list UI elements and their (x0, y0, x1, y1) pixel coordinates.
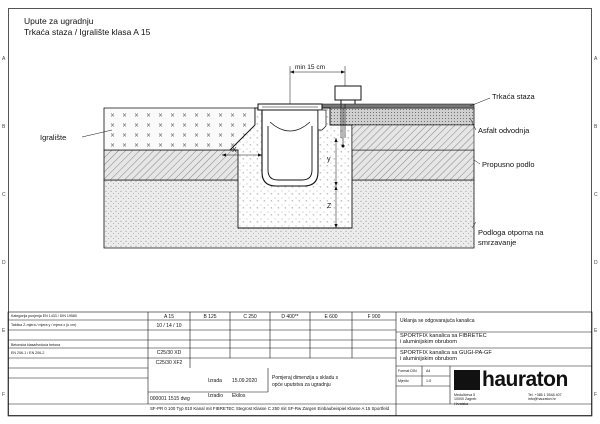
edge-letter: E (594, 328, 598, 334)
tb-class-c250: C 250 (243, 314, 257, 320)
edge-letter: D (2, 260, 6, 266)
tb-format-value: A4 (426, 369, 431, 373)
tb-desc-header: Uklanja se odgovarajuća kanalica (400, 318, 475, 324)
tb-footer: SF-PR 0 100 Typ 010 Kanal mit FIBRETEC S… (150, 406, 390, 411)
label-playground: Igralište (40, 133, 67, 142)
tb-class-e600: E 600 (324, 314, 338, 320)
brand-name: hauraton (482, 368, 568, 391)
tb-address: Medulićeva 5 10000 Zagreb Hrvatska (454, 393, 477, 405)
edge-letter: C (594, 192, 598, 198)
tb-concrete-value-2: C25/30 XF2 (155, 360, 183, 366)
label-permeable-base: Propusno podlo (482, 160, 535, 169)
playground-layer (103, 107, 256, 151)
tb-class-b125: B 125 (203, 314, 217, 320)
edge-letter: F (2, 392, 6, 398)
tb-format-label: Format DIN (398, 369, 417, 373)
tb-contact: Tel. +385 1 5548 407 info@hauraton.hr (528, 393, 562, 402)
tb-class-d400: D 400** (281, 314, 299, 320)
tb-desc-1: SPORTFIX kanalica sa FIBRETEC (400, 333, 487, 339)
tb-load-class-label: Kategorija punjenja EN 1433 / DIN 19580 (11, 314, 77, 318)
edge-letter: B (594, 124, 598, 130)
page-subtitle: Trkaća staza / Igralište klasa A 15 (24, 27, 151, 37)
tb-dimension-label: Tablica Z-mjera / mjera y / mjera x (u c… (11, 323, 77, 327)
page-title: Upute za ugradnju (24, 16, 94, 26)
label-asphalt: Asfalt odvodnja (478, 126, 530, 135)
tb-note: Pomjeraj dimenzija u skladu s (272, 375, 339, 381)
track-surface (317, 103, 475, 109)
tb-author-value: Ekilos (232, 393, 246, 399)
tb-concrete-class-label: Betonska klasa/tvrdoća betona (11, 343, 61, 347)
tb-date-label: Izrada (208, 378, 222, 384)
drain-channel (261, 107, 319, 187)
dimension-x: X (232, 147, 237, 154)
tb-note-2: opće uputstva za ugradnju (272, 382, 331, 388)
tb-desc-1b: i aluminijskim obrubom (400, 339, 457, 345)
dimension-y: y (327, 156, 331, 163)
tb-drawing-code: 000001 1515 dwg (150, 396, 190, 402)
tb-author-label: Izradio (208, 393, 224, 399)
tb-class-f900: F 900 (367, 314, 381, 320)
edge-letter: A (594, 56, 598, 62)
asphalt-layer (329, 107, 475, 126)
tb-concrete-value-1: C25/30 XD (156, 350, 182, 356)
tb-class-a15: A 15 (163, 314, 174, 320)
tb-date-value: 15.09.2020 (232, 378, 258, 384)
edge-letter: E (2, 328, 6, 334)
tb-desc-2: SPORTFIX kanalica sa GUGI-PA-GF (400, 350, 492, 356)
sheet-frame (8, 8, 592, 416)
edge-letter: D (594, 260, 598, 266)
title-block-grid (7, 311, 593, 417)
tb-dimension-value: 10 / 14 / 10 (156, 323, 182, 329)
edge-letter: A (2, 56, 6, 62)
edge-letter: C (2, 192, 6, 198)
dimension-z: Z (327, 203, 332, 210)
dimension-min-15cm: min 15 cm (295, 64, 325, 71)
edge-profile (334, 85, 362, 101)
edge-letter: F (594, 392, 598, 398)
label-frost-base-2: smrzavanje (478, 238, 517, 247)
hauraton-logo-icon (454, 370, 480, 390)
tb-desc-2b: i aluminijskim obrubom (400, 356, 457, 362)
label-running-track: Trkaća staza (492, 92, 535, 101)
edge-letter: B (2, 124, 6, 130)
tb-scale-value: 1:5 (426, 379, 431, 383)
tb-scale-label: Mjerilo (398, 379, 409, 383)
tb-standard-label: EN 206-1 / EN 206-2 (11, 351, 45, 355)
label-frost-base: Podloga otporna na (478, 228, 544, 237)
